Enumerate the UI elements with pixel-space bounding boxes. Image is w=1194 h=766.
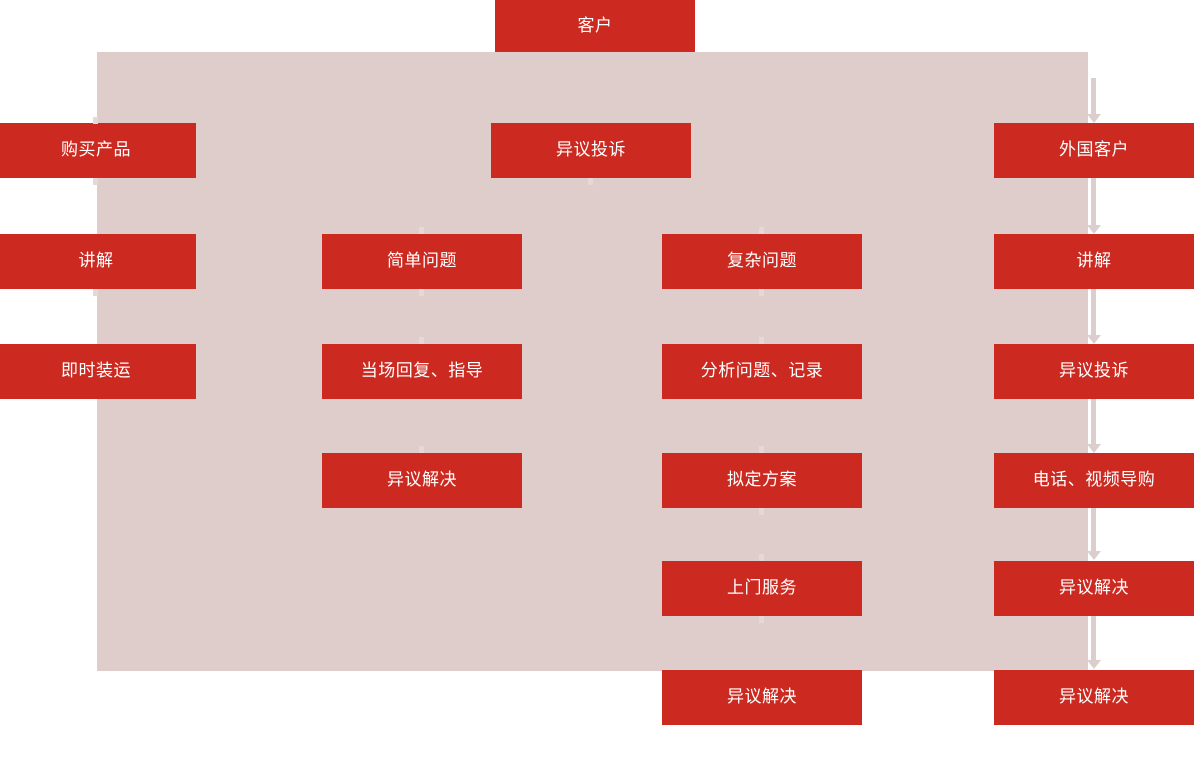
node-objection-resolved-c4-r5[interactable]: 异议解决 xyxy=(994,561,1194,616)
node-foreign-customer[interactable]: 外国客户 xyxy=(994,123,1194,178)
connector-stub-c3-r1-bottom xyxy=(588,178,593,185)
arrow-head-r5 xyxy=(1087,551,1101,560)
arrow-head-r1 xyxy=(1087,114,1101,123)
connector-stub-c2-r2-top xyxy=(419,227,424,234)
arrow-line-r4-r5 xyxy=(1091,508,1096,552)
node-onsite-service[interactable]: 上门服务 xyxy=(662,561,862,616)
connector-stub-c3-r3-top xyxy=(759,337,764,344)
arrow-line-r0-r1 xyxy=(1091,78,1096,115)
arrow-line-r2-r3 xyxy=(1091,289,1096,336)
node-onsite-reply-guide[interactable]: 当场回复、指导 xyxy=(322,344,522,399)
connector-stub-c3-r5-top xyxy=(759,554,764,561)
connector-stub-c2-r4-top xyxy=(419,446,424,453)
node-customer[interactable]: 客户 xyxy=(495,0,695,52)
arrow-line-r5-r6 xyxy=(1091,616,1096,661)
connector-stub-c2-r3-top xyxy=(419,337,424,344)
node-objection-resolved-c2[interactable]: 异议解决 xyxy=(322,453,522,508)
node-simple-issue[interactable]: 简单问题 xyxy=(322,234,522,289)
node-phone-video-shopping[interactable]: 电话、视频导购 xyxy=(994,453,1194,508)
node-instant-shipping[interactable]: 即时装运 xyxy=(0,344,196,399)
connector-stub-c1-r1-bottom xyxy=(93,178,98,185)
connector-stub-c3-r2-bottom xyxy=(759,289,764,296)
connector-stub-c3-r4-top xyxy=(759,446,764,453)
node-objection-complaint-top[interactable]: 异议投诉 xyxy=(491,123,691,178)
connector-stub-c3-r5-bottom xyxy=(759,616,764,623)
arrow-head-r6 xyxy=(1087,660,1101,669)
connector-stub-c3-r2-top xyxy=(759,227,764,234)
connector-stub-c1-r1-top xyxy=(93,117,98,124)
node-draft-plan[interactable]: 拟定方案 xyxy=(662,453,862,508)
node-purchase-product[interactable]: 购买产品 xyxy=(0,123,196,178)
node-analyze-record[interactable]: 分析问题、记录 xyxy=(662,344,862,399)
arrow-head-r2 xyxy=(1087,225,1101,234)
node-objection-resolved-c4-r6[interactable]: 异议解决 xyxy=(994,670,1194,725)
connector-stub-c1-r2-bottom xyxy=(93,289,98,296)
arrow-head-r3 xyxy=(1087,335,1101,344)
node-complex-issue[interactable]: 复杂问题 xyxy=(662,234,862,289)
node-objection-resolved-c3[interactable]: 异议解决 xyxy=(662,670,862,725)
node-objection-complaint-right[interactable]: 异议投诉 xyxy=(994,344,1194,399)
node-explain-right[interactable]: 讲解 xyxy=(994,234,1194,289)
connector-stub-c2-r2-bottom xyxy=(419,289,424,296)
arrow-line-r3-r4 xyxy=(1091,399,1096,444)
node-explain-left[interactable]: 讲解 xyxy=(0,234,196,289)
connector-stub-c3-r4-bottom xyxy=(759,508,764,515)
arrow-line-r1-r2 xyxy=(1091,178,1096,226)
arrow-head-r4 xyxy=(1087,444,1101,453)
